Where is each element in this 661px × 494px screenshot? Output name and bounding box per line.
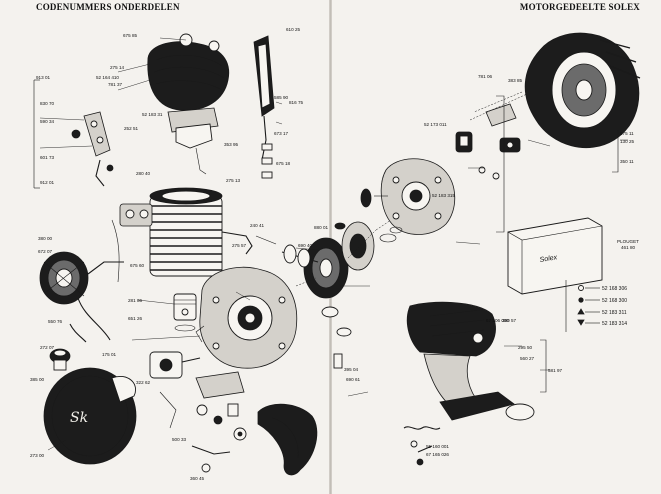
callout: 575 11: [620, 131, 634, 136]
flywheel-magneto: [473, 32, 641, 149]
callout: 550 76: [48, 319, 62, 324]
callout: 913 01: [36, 75, 50, 80]
callout: 651 26: [128, 316, 142, 321]
exhaust-pipe: [253, 35, 275, 179]
callout: 67 165 026: [426, 452, 449, 457]
callout: 353 95: [224, 142, 238, 147]
variant-legend: 52 168 306 52 168 300 52 183 311 52 183 …: [565, 280, 627, 332]
callout: 500 33: [172, 437, 186, 442]
callout: 601 73: [40, 155, 54, 160]
legend-code-3: 52 183 311: [602, 310, 627, 316]
callout: 130 25: [620, 139, 634, 144]
legend-code-2: 52 168 300: [602, 298, 627, 304]
callout: 830 70: [40, 101, 54, 106]
crankshaft: [255, 235, 319, 268]
callout: 275 14: [110, 65, 124, 70]
callout: 55 160 001: [426, 444, 449, 449]
silencer-brand-mark: Sk: [70, 410, 88, 426]
callout: 880 01: [314, 225, 328, 230]
callout: 67 206 000: [486, 318, 509, 323]
leader-lines: [39, 37, 628, 451]
callout: 360 45: [190, 476, 204, 481]
kit-box-code: 461 80: [621, 245, 635, 250]
ignition-housing: [360, 158, 456, 235]
clutch-drum: [295, 213, 401, 299]
page-title-left: CODENUMMERS ONDERDELEN: [36, 2, 180, 12]
callout: 581 97: [548, 368, 562, 373]
callout: 272 07: [40, 345, 54, 350]
throttle-cable: [69, 219, 120, 343]
callout-labels-right: 67 206 000 880 01 52 173 011 52 183 315 …: [314, 74, 634, 457]
callout: 690 61: [346, 377, 360, 382]
silencer-cover: Sk: [43, 367, 137, 465]
callout: 275 57: [232, 243, 246, 248]
callout: 781 06: [478, 74, 492, 79]
callout: 675 85: [123, 33, 137, 38]
lower-right-fasteners: [403, 426, 441, 466]
kit-box-label: PLOUGET: [617, 239, 639, 244]
chain-cover-curved: [257, 403, 318, 476]
callout-labels: 675 85 610 25 275 14 52 164 410 781 37 9…: [30, 27, 312, 481]
callout: 590 34: [40, 119, 54, 124]
callout: 912 01: [40, 180, 54, 185]
crankcase: [195, 266, 298, 369]
callout: 273 00: [30, 453, 44, 458]
callout: 52 183 31: [142, 112, 163, 117]
callout: 52 164 410: [96, 75, 119, 80]
kit-box-brand: Solex: [539, 254, 558, 264]
callout: 383 85: [508, 78, 522, 83]
callout: 281 86: [128, 298, 142, 303]
right-brackets: [496, 95, 619, 393]
rings-washers: [321, 222, 403, 369]
callout: 52 183 315: [432, 193, 455, 198]
legend-marker-circle: [578, 285, 584, 291]
cylinder-head-cover: [147, 33, 230, 175]
cylinder-block: [119, 187, 253, 277]
callout: 585 90: [274, 95, 288, 100]
legend-marker-dot: [578, 297, 584, 303]
callout: 672 07: [38, 249, 52, 254]
callout: 175 01: [102, 352, 116, 357]
callout: 673 17: [274, 131, 288, 136]
callout: 295 50: [518, 345, 532, 350]
callout: 675 60: [130, 263, 144, 268]
callout: 380 57: [502, 318, 516, 323]
callout: 675 18: [276, 161, 290, 166]
callout: 322 62: [136, 380, 150, 385]
callout: 560 27: [520, 356, 534, 361]
callout: 350 11: [620, 159, 634, 164]
callout: 690 40: [298, 243, 312, 248]
legend-code-1: 52 168 306: [602, 286, 627, 292]
callout: 240 41: [250, 223, 264, 228]
filler-cap: [49, 348, 71, 371]
callout: 816 75: [289, 100, 303, 105]
callout: 280 40: [136, 171, 150, 176]
callout: 380 00: [38, 236, 52, 241]
parts-kit-box: Solex: [507, 217, 603, 295]
carburettor: [149, 351, 245, 399]
piston: [173, 293, 197, 332]
legend-marker-triangle: [577, 308, 585, 315]
callout: 275 13: [226, 178, 240, 183]
drive-roller-housing: [406, 301, 535, 421]
lower-small-parts: [159, 391, 247, 473]
callout: 610 25: [286, 27, 300, 32]
left-bracket-group: [33, 79, 114, 189]
callout: 385 00: [30, 377, 44, 382]
callout: 781 37: [108, 82, 122, 87]
legend-marker-triangle-inv: [577, 319, 585, 326]
page-title-right: MOTORGEDEELTE SOLEX: [519, 2, 640, 12]
air-filter-housing: [39, 251, 124, 305]
callout: 252 51: [124, 126, 138, 131]
callout: 395 04: [344, 367, 358, 372]
callout: 52 173 011: [424, 122, 447, 127]
legend-code-4: 52 183 314: [602, 321, 627, 327]
